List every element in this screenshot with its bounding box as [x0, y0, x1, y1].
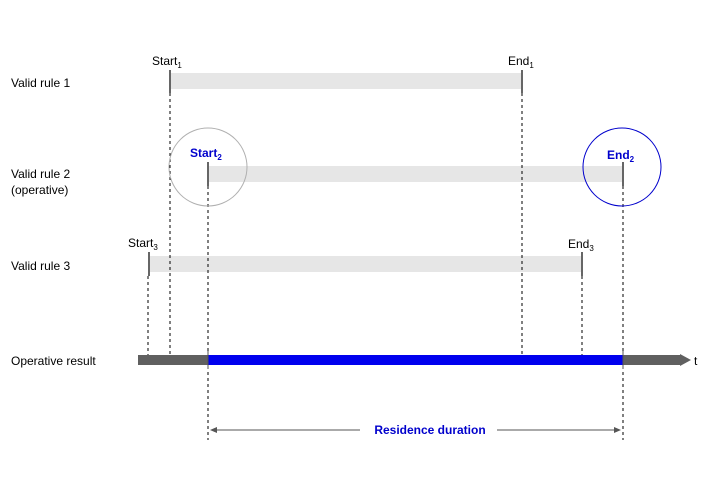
- end-1-label: End1: [508, 54, 534, 70]
- start-1-label: Start1: [152, 54, 182, 70]
- rule-3-bar: [149, 256, 582, 272]
- rule-1-bar: [170, 73, 522, 89]
- operative-result-bar: [208, 355, 623, 365]
- row-label-rule-2: Valid rule 2: [11, 167, 70, 181]
- start-2-label: Start2: [190, 146, 222, 162]
- end-2-label: End2: [607, 148, 635, 164]
- time-axis-label: t: [694, 354, 698, 368]
- row-label-operative-result: Operative result: [11, 354, 96, 368]
- projection-lines: [147, 93, 624, 440]
- duration-arrow-left: [210, 427, 217, 433]
- end-3-label: End3: [568, 237, 594, 253]
- row-label-rule-2-note: (operative): [11, 183, 68, 197]
- end-2-highlight-circle: [582, 127, 662, 207]
- rule-2-bar: [208, 166, 623, 182]
- duration-arrow-right: [614, 427, 621, 433]
- start-2-highlight-circle: [168, 127, 248, 207]
- start-3-label: Start3: [128, 236, 158, 252]
- row-label-rule-3: Valid rule 3: [11, 259, 70, 273]
- residence-duration-label: Residence duration: [374, 423, 485, 437]
- row-label-rule-1: Valid rule 1: [11, 76, 70, 90]
- time-axis-arrowhead: [680, 354, 691, 366]
